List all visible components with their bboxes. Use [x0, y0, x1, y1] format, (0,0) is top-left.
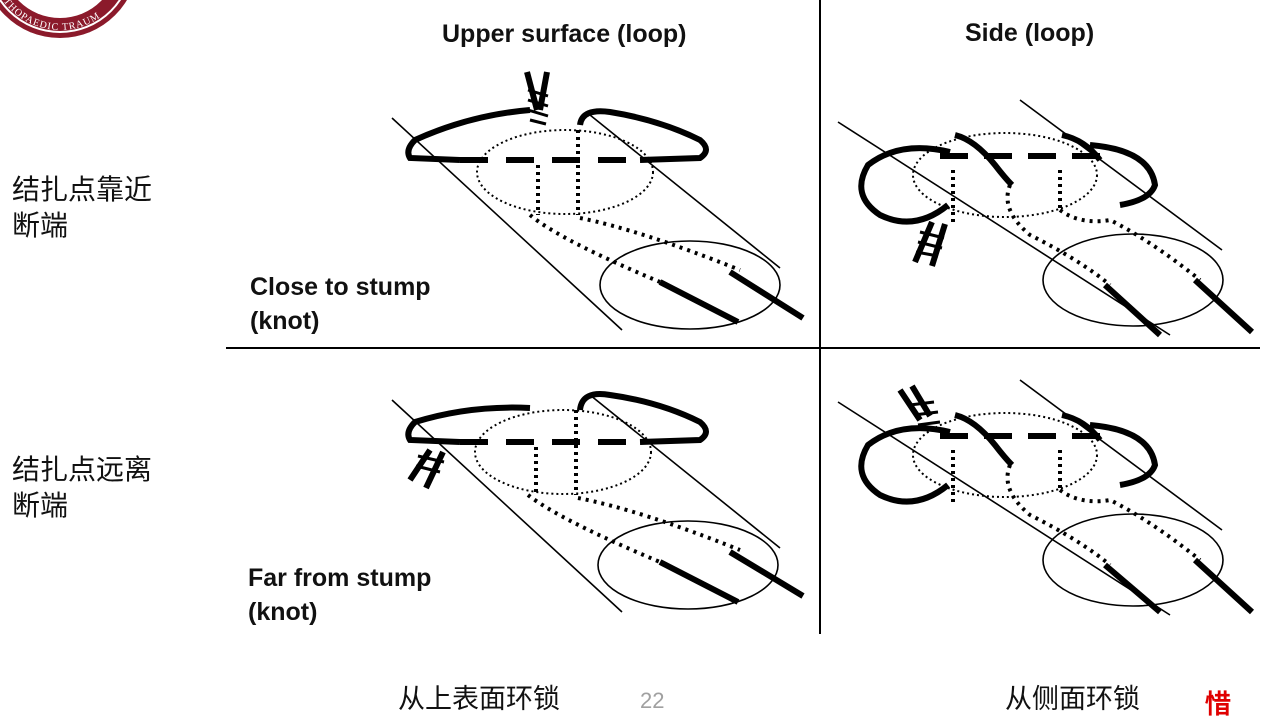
row-label-close-line1: 结扎点靠近	[12, 173, 153, 206]
row-label-close-line2: 断端	[12, 209, 69, 242]
panel-side-far	[837, 379, 1255, 616]
caption-far-line1: Far from stump	[248, 564, 432, 592]
row-label-close: 结扎点靠近 断端	[12, 172, 152, 244]
caption-far-line2: (knot)	[248, 598, 318, 626]
red-character: 惜	[1205, 690, 1232, 720]
bottom-label-upper: 从上表面环锁	[398, 684, 560, 715]
header-upper-surface: Upper surface (loop)	[442, 20, 687, 48]
row-label-far-line1: 结扎点远离	[12, 453, 153, 486]
panel-side-close	[837, 99, 1255, 338]
row-label-far: 结扎点远离 断端	[12, 452, 152, 524]
caption-close: Close to stump (knot)	[250, 270, 431, 338]
header-side: Side (loop)	[965, 19, 1095, 47]
bottom-label-side: 从侧面环锁	[1005, 684, 1140, 715]
row-label-far-line2: 断端	[12, 489, 69, 522]
caption-far: Far from stump (knot)	[248, 561, 431, 629]
page-number: 22	[640, 688, 665, 713]
panel-upper-far	[391, 391, 805, 613]
panel-upper-close	[391, 71, 805, 331]
logo-seal-icon: THOPAEDIC TRAUM	[0, 0, 127, 38]
caption-close-line2: (knot)	[250, 307, 320, 335]
caption-close-line1: Close to stump	[250, 273, 431, 301]
